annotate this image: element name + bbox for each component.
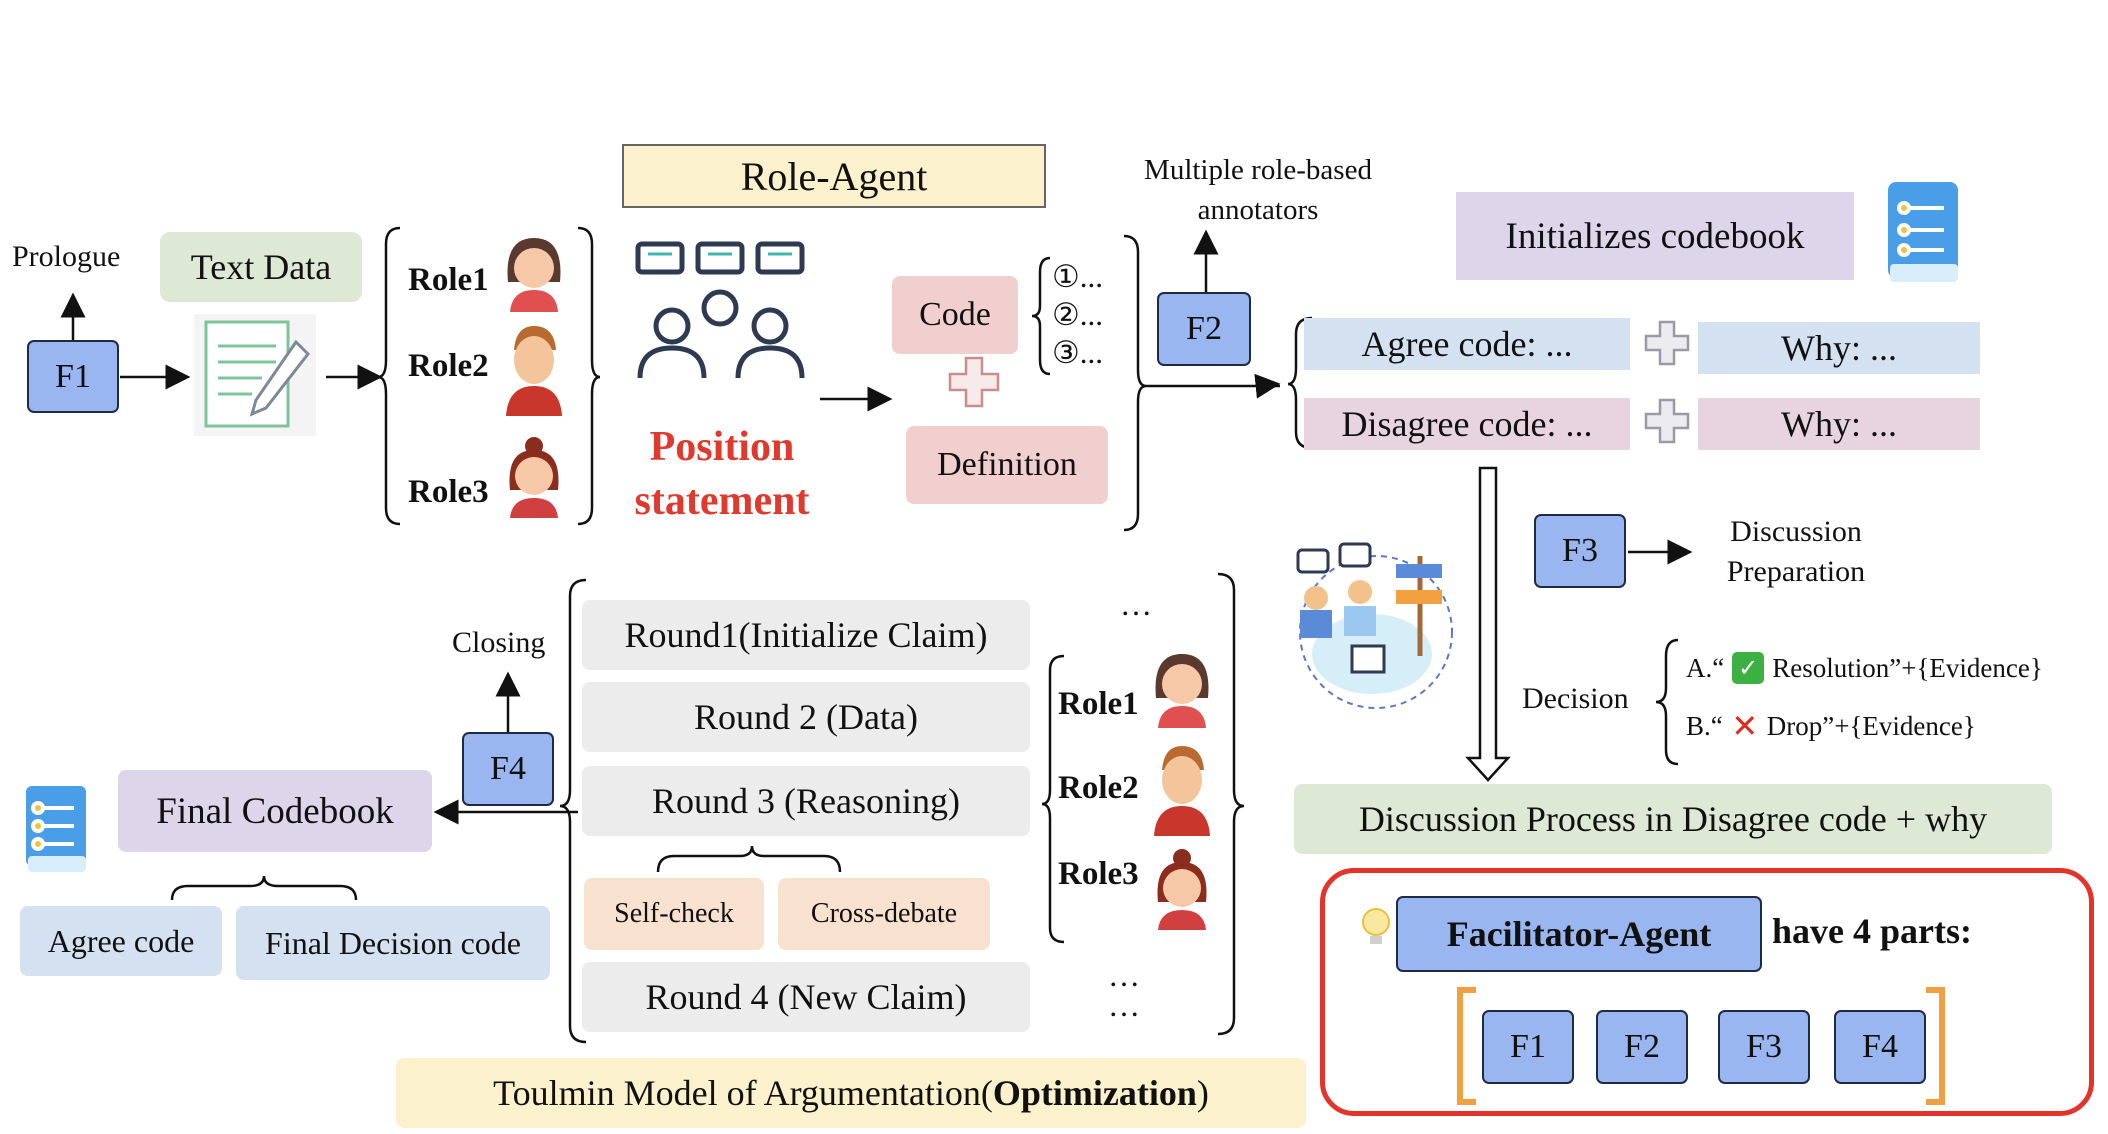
role3-label: Role3 [408,474,489,510]
hollow-down-arrow [1465,466,1511,782]
part-f3[interactable]: F3 [1718,1010,1810,1084]
role3-label-bottom: Role3 [1058,856,1139,892]
avatar-man-icon [1146,740,1218,836]
position-statement-label: Position statement [634,424,810,524]
codebook-icon [22,782,94,876]
f4-node[interactable]: F4 [462,732,554,806]
codebook-icon [1884,178,1968,288]
code-box: Code [892,276,1018,354]
cross-debate-box: Cross-debate [778,878,990,950]
role1-label-bottom: Role1 [1058,686,1139,722]
avatar-woman-icon [1146,648,1218,728]
final-agree-code-box: Agree code [20,906,222,976]
facilitator-frame [1320,868,2094,1116]
part-f4[interactable]: F4 [1834,1010,1926,1084]
brace-roles2-right [1217,572,1245,1036]
decision-option-b: B.“ ✕ Drop”+{Evidence} [1686,707,1976,745]
self-check-box: Self-check [584,878,764,950]
prologue-label: Prologue [12,240,121,273]
multiple-annotators-label: Multiple role-based annotators [1144,154,1372,226]
bracket-left [1457,987,1476,1105]
decision-label: Decision [1522,682,1629,715]
brace-rounds-left [559,578,587,1044]
plus-icon [948,356,1000,408]
part-f2[interactable]: F2 [1596,1010,1688,1084]
plus-icon [1644,320,1690,366]
discussion-preparation-label: Discussion Preparation [1726,515,1866,588]
round2-box: Round 2 (Data) [582,682,1030,752]
checkmark-icon: ✓ [1732,652,1765,684]
brace-code-items [1031,256,1051,376]
f2-node[interactable]: F2 [1157,292,1251,366]
closing-label: Closing [452,626,546,659]
disagree-code-box: Disagree code: ... [1304,398,1630,450]
final-decision-code-box: Final Decision code [236,906,550,980]
avatar-man-icon [498,320,570,416]
definition-box: Definition [906,426,1108,504]
toulmin-box: Toulmin Model of Argumentation(Optimizat… [396,1058,1306,1128]
disagree-why-box: Why: ... [1698,398,1980,450]
brace-roles2-left [1041,654,1065,944]
round3-box: Round 3 (Reasoning) [582,766,1030,836]
text-data-box: Text Data [160,232,362,302]
initializes-codebook-box: Initializes codebook [1456,192,1854,280]
ellipsis-bottom: … … [1108,957,1140,1023]
decision-option-a: A.“ ✓ Resolution”+{Evidence} [1686,652,2043,684]
code-items-list: ①... ②... ③... [1052,259,1104,370]
avatar-woman-icon [498,436,570,518]
decision-choice-icon [1292,536,1456,712]
agree-why-box: Why: ... [1698,322,1980,374]
part-f1[interactable]: F1 [1482,1010,1574,1084]
round4-box: Round 4 (New Claim) [582,962,1030,1032]
role2-label: Role2 [408,348,489,384]
brace-roles-right [577,226,601,526]
role1-label: Role1 [408,262,489,298]
have-parts-label: have 4 parts: [1772,911,1972,951]
ellipsis-top: … [1120,586,1152,622]
final-codebook-box: Final Codebook [118,770,432,852]
plus-icon [1644,398,1690,444]
brace-final-codes [170,875,358,901]
brace-code-def [1123,234,1147,532]
discussion-process-box: Discussion Process in Disagree code + wh… [1294,784,2052,854]
brace-roles-left [377,226,401,526]
bracket-right [1926,987,1945,1105]
group-discussion-icon [632,238,812,388]
lightbulb-icon [1360,906,1392,950]
cross-icon: ✕ [1731,707,1759,745]
role-agent-box: Role-Agent [622,144,1046,208]
brace-decision [1655,638,1679,766]
brace-round3-sub [656,845,842,873]
document-edit-icon [192,312,318,438]
f3-node[interactable]: F3 [1534,514,1626,588]
avatar-woman-icon [498,232,570,312]
avatar-woman-icon [1146,848,1218,930]
round1-box: Round1(Initialize Claim) [582,600,1030,670]
brace-codes-left [1287,316,1313,450]
agree-code-box: Agree code: ... [1304,318,1630,370]
role2-label-bottom: Role2 [1058,770,1139,806]
f1-node[interactable]: F1 [27,340,119,413]
facilitator-agent-box: Facilitator-Agent [1396,896,1762,972]
